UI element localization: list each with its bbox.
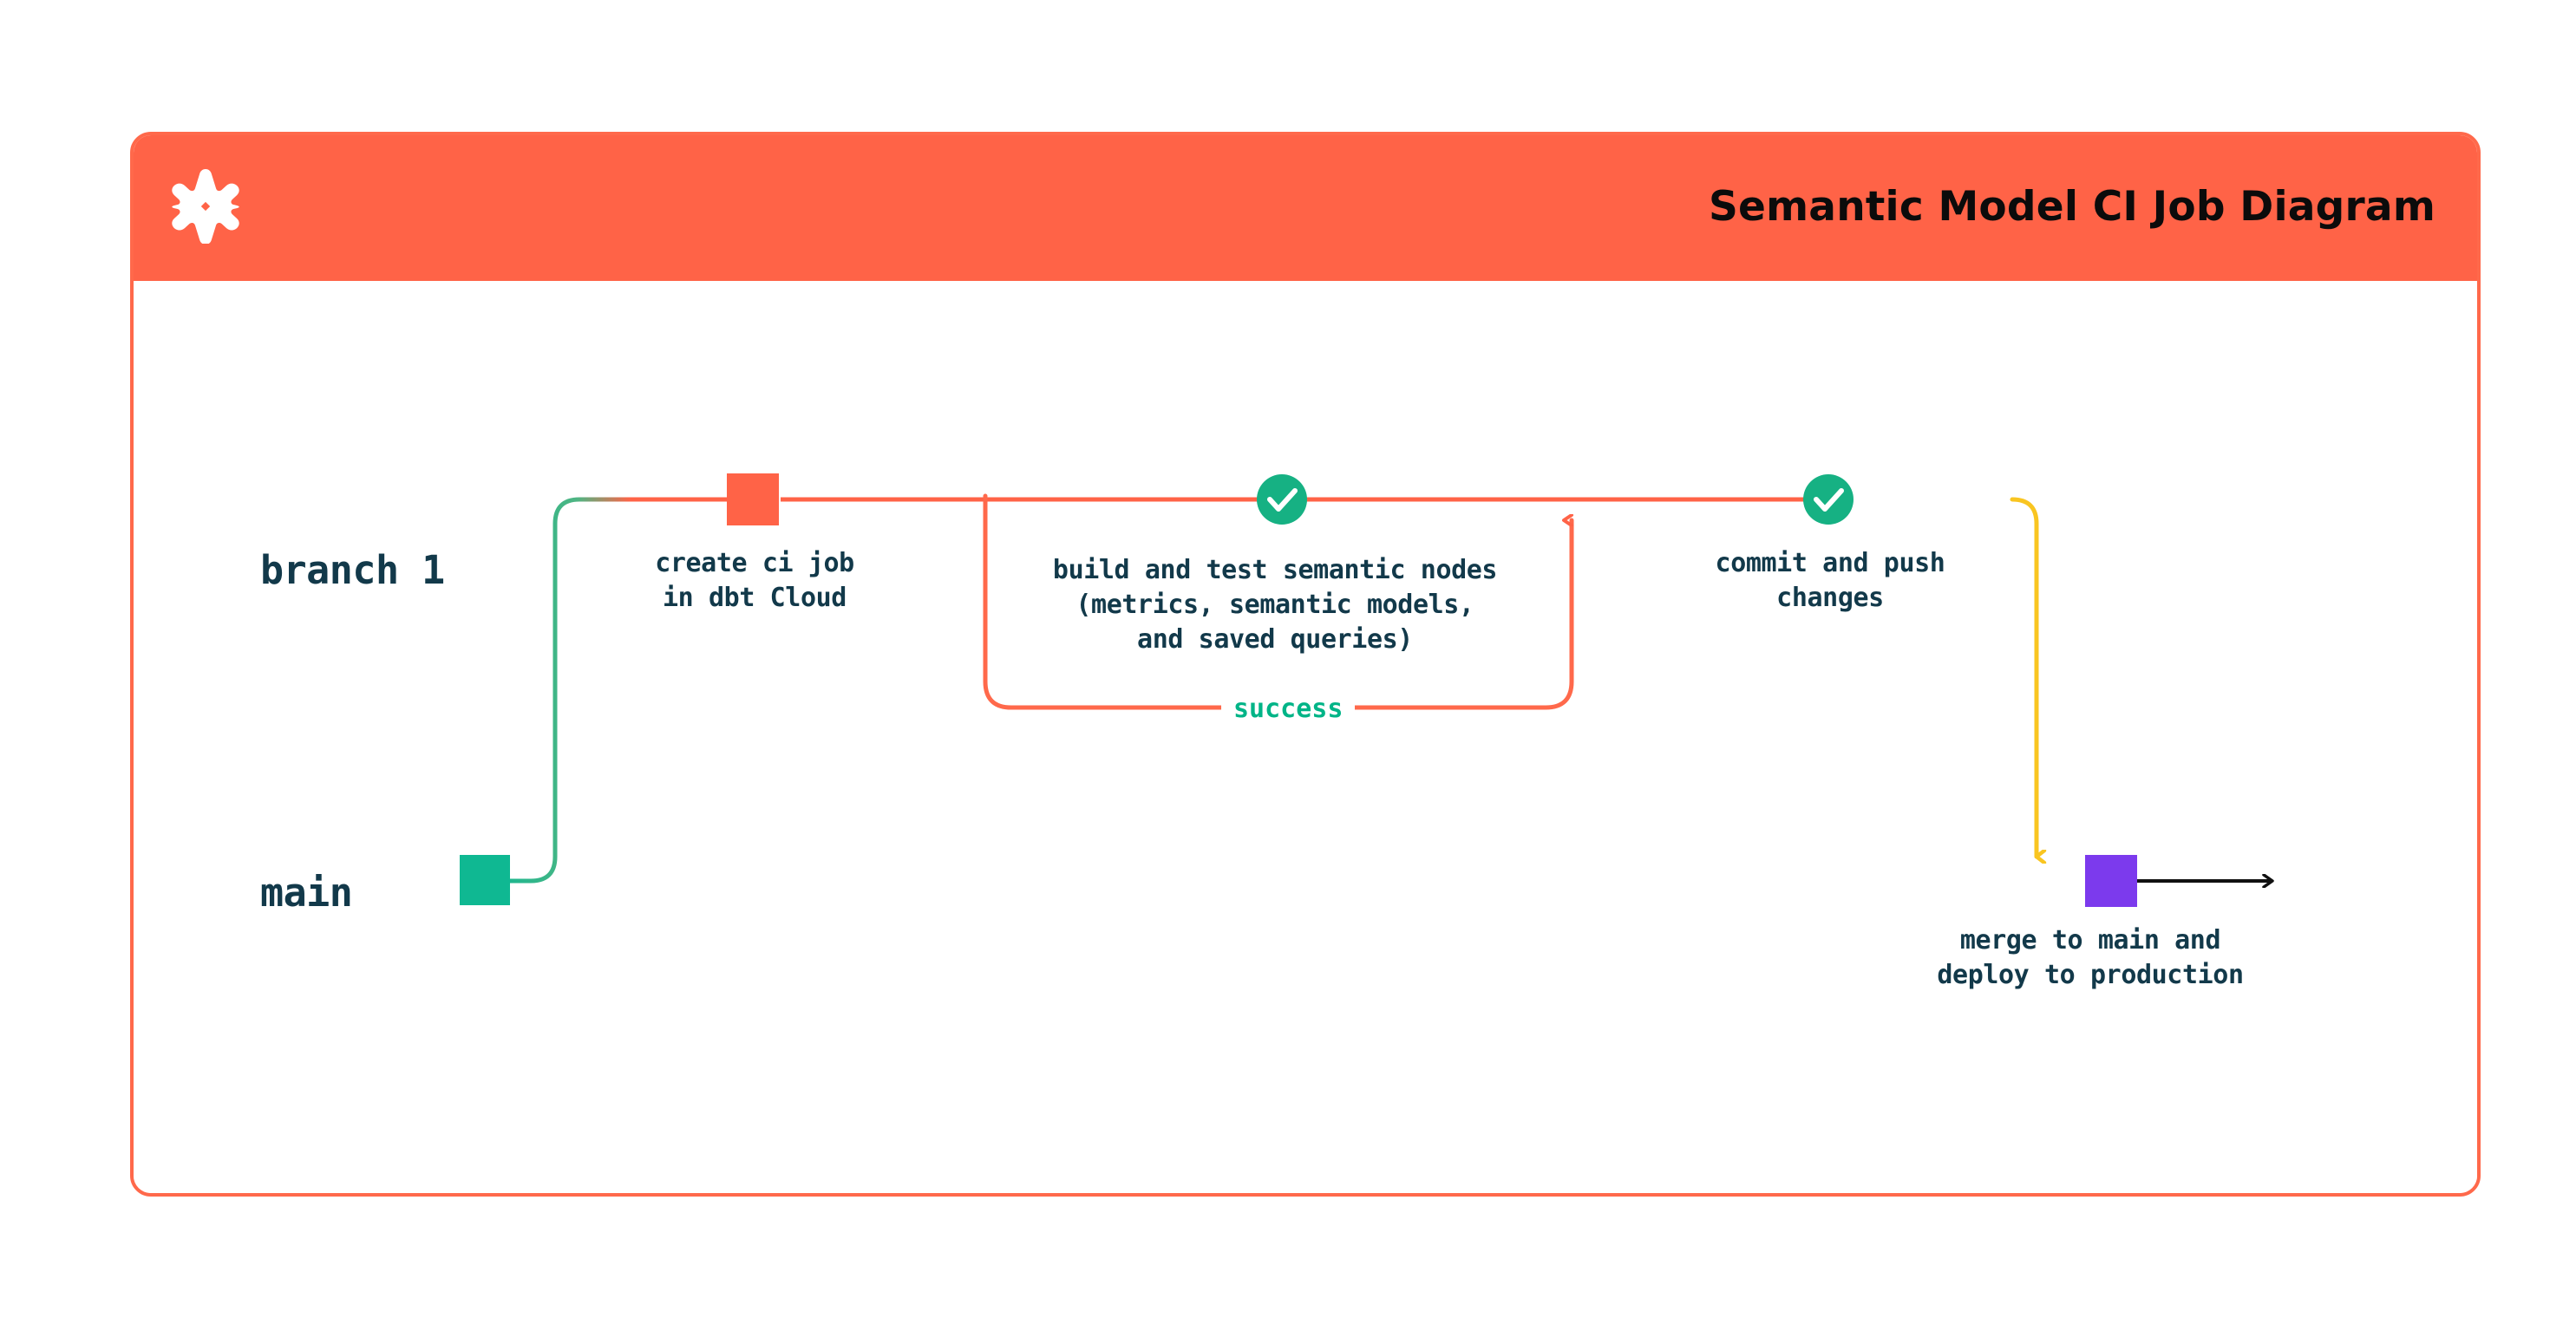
- diagram-card: Semantic Model CI Job Diagram: [130, 132, 2481, 1197]
- create-ci-job-label: create ci job in dbt Cloud: [655, 548, 854, 613]
- card-body: [134, 281, 2477, 1193]
- build-test-semantic-nodes-label: build and test semantic nodes (metrics, …: [1052, 555, 1498, 655]
- card-title: Semantic Model CI Job Diagram: [1708, 182, 2435, 231]
- card-header: Semantic Model CI Job Diagram: [134, 135, 2477, 281]
- success-edge-label: success: [1221, 694, 1356, 724]
- branch-1-label: branch 1: [260, 547, 445, 593]
- commit-push-changes-label: commit and push changes: [1715, 548, 1945, 613]
- main-branch-label: main: [260, 870, 353, 916]
- dbt-logo-icon: [168, 169, 243, 244]
- merge-to-main-label: merge to main and deploy to production: [1937, 925, 2244, 990]
